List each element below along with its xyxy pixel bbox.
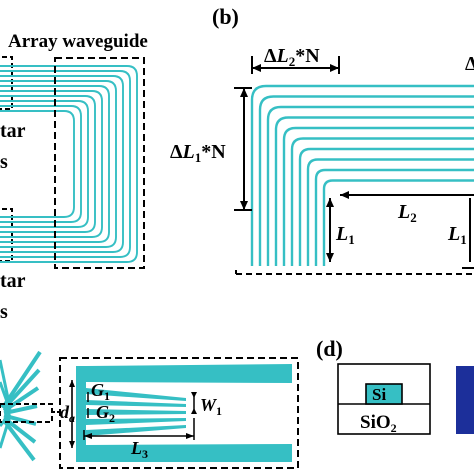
g2-label: G2 — [96, 402, 115, 425]
star-coupler-bottom-label-2: s — [0, 301, 8, 323]
bend-waveguide-3 — [266, 105, 474, 266]
bend-waveguide-2 — [258, 95, 474, 266]
da-label: da — [60, 402, 75, 425]
dl2n-arrowhead-right — [330, 64, 339, 72]
array-waveguide-2 — [0, 70, 131, 258]
array-waveguide-6 — [0, 90, 103, 238]
array-waveguide-5 — [0, 85, 110, 243]
fan-waveguide-left-2 — [0, 381, 12, 411]
panel-a: Array waveguide tar s tar s — [0, 31, 148, 323]
bend-waveguide-10 — [322, 179, 474, 266]
star-coupler-top-box — [0, 56, 13, 110]
l1-arrowhead-bottom — [326, 253, 334, 262]
bend-waveguide-5 — [282, 126, 474, 266]
star-coupler-bottom-label: tar — [0, 270, 26, 292]
sio2-label: SiO2 — [360, 412, 397, 435]
da-arrowhead-bottom — [69, 441, 75, 448]
bend-waveguide-8 — [306, 158, 474, 266]
l1-arrowhead-top — [326, 198, 334, 207]
blue-block — [456, 366, 474, 434]
star-coupler-top-label: tar — [0, 120, 26, 142]
array-waveguide-10 — [0, 110, 75, 218]
zoom-dashed-box — [59, 357, 299, 469]
array-waveguide-9 — [0, 105, 82, 223]
w1-arrowhead-top — [191, 392, 197, 398]
array-waveguide-3 — [0, 75, 124, 253]
dl1n-arrowhead-top — [240, 88, 248, 97]
taper-3 — [86, 409, 186, 415]
mmi-body — [76, 366, 86, 462]
fan-waveguide-left-4 — [0, 413, 12, 427]
array-waveguide-label: Array waveguide — [8, 31, 148, 52]
w1-arrowhead-bottom — [191, 408, 197, 414]
dl2n-arrowhead-left — [252, 64, 261, 72]
dl1n-arrowhead-bottom — [240, 201, 248, 210]
bend-waveguide-7 — [298, 147, 474, 266]
panel-b-label: (b) — [212, 4, 239, 29]
taper-2 — [86, 400, 186, 407]
star-coupler-bottom-box — [0, 208, 13, 262]
taper-1 — [86, 388, 186, 401]
panel-c: da G1 G2 W1 L3 — [0, 350, 299, 469]
bend-waveguide-9 — [314, 168, 474, 266]
fan-waveguide-1 — [2, 350, 42, 408]
bent-waveguides — [250, 84, 474, 266]
bend-waveguide-6 — [290, 137, 474, 266]
l3-label: L3 — [130, 438, 148, 461]
array-waveguide-4 — [0, 80, 117, 248]
dl2n-label-fragment: Δ — [465, 53, 474, 75]
l3-arrowhead-left — [84, 433, 92, 439]
w1-label: W1 — [200, 395, 222, 418]
l1-label: L1 — [335, 223, 355, 247]
fan-waveguide-left-1 — [0, 359, 12, 409]
bend-waveguide-4 — [274, 116, 474, 266]
wide-waveguide-bottom — [86, 444, 292, 462]
array-waveguide-8 — [0, 100, 89, 228]
l1-right-label: L1 — [447, 223, 467, 247]
panel-b-dashed-frame — [235, 270, 474, 275]
g1-label: G1 — [91, 380, 110, 403]
taper-5 — [86, 425, 186, 436]
panel-d-label: (d) — [316, 336, 343, 361]
array-waveguide-1 — [0, 65, 138, 263]
panel-d: (d) Si SiO2 — [316, 336, 474, 435]
array-waveguides — [0, 65, 138, 263]
array-waveguide-7 — [0, 95, 96, 233]
l3-arrowhead-right — [186, 433, 194, 439]
bend-waveguide-1 — [250, 84, 474, 266]
star-coupler-top-label-2: s — [0, 151, 8, 173]
fan-waveguide-7 — [2, 419, 36, 462]
mmi-fan-waveguides — [0, 350, 42, 462]
dl2n-label: ΔL2*N — [264, 45, 320, 69]
array-waveguide-dashed-box — [54, 57, 145, 269]
si-label: Si — [372, 385, 386, 404]
wide-waveguide-top — [86, 364, 292, 383]
l2-label: L2 — [397, 201, 417, 225]
si-core — [365, 383, 403, 405]
dl1n-label: ΔL1*N — [170, 141, 226, 165]
fan-waveguide-left-3 — [0, 402, 11, 414]
l2-arrowhead-left — [340, 191, 349, 199]
da-arrowhead-top — [69, 380, 75, 387]
taper-4 — [86, 418, 186, 425]
panel-b: (b) ΔL2*N Δ ΔL1*N L1 L2 L1 — [170, 4, 474, 275]
